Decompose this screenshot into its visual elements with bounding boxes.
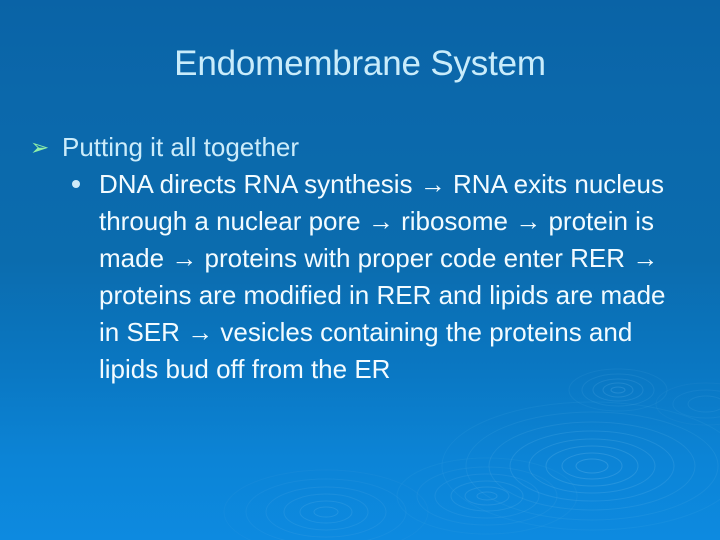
arrowhead-bullet-icon: ➢ — [30, 134, 50, 160]
bullet-level1-label: Putting it all together — [62, 132, 300, 162]
bullet-level2-label: DNA directs RNA synthesis → RNA exits nu… — [99, 169, 673, 384]
page-title: Endomembrane System — [174, 44, 546, 83]
round-bullet-icon — [72, 180, 80, 188]
bullet-level1: ➢ Putting it all together — [26, 130, 720, 164]
slide-body: ➢ Putting it all together DNA directs RN… — [0, 130, 720, 388]
slide-title-area: Endomembrane System — [0, 44, 720, 84]
bullet-level2: DNA directs RNA synthesis → RNA exits nu… — [72, 166, 685, 388]
